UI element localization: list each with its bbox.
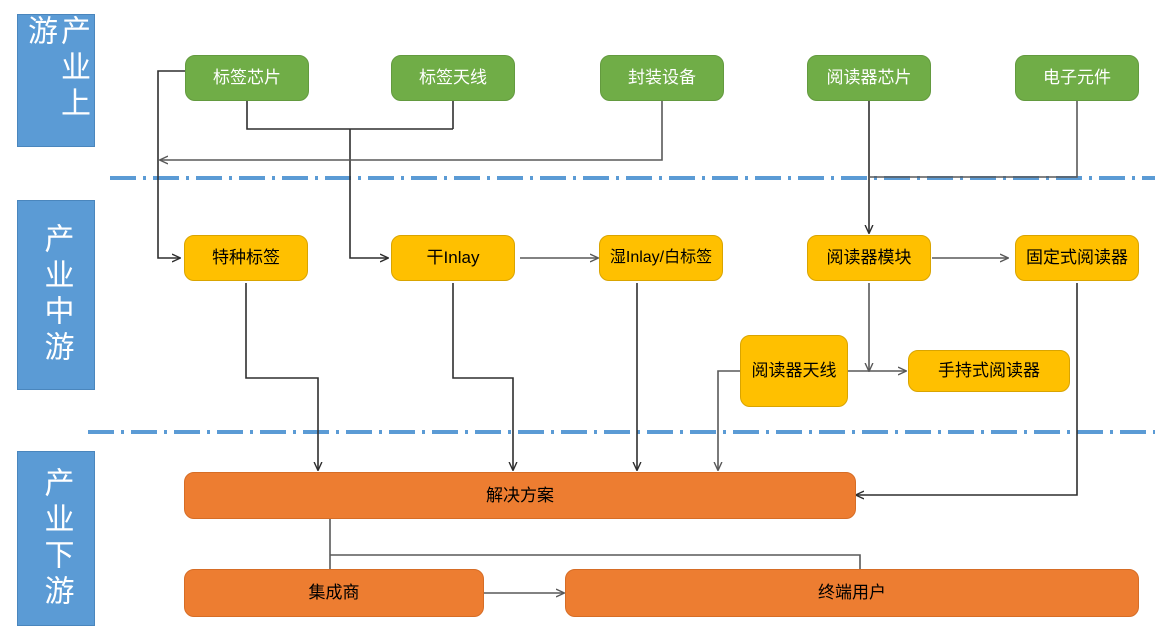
link-tagchip-speciallabel bbox=[157, 70, 185, 258]
lane-downstream: 产业下游 bbox=[17, 451, 95, 626]
lane-upstream: 产业上游 bbox=[17, 14, 95, 147]
node-special-label-text: 特种标签 bbox=[212, 248, 280, 268]
node-fixed-reader[interactable]: 固定式阅读器 bbox=[1015, 235, 1139, 281]
node-tag-chip[interactable]: 标签芯片 bbox=[185, 55, 309, 101]
node-tag-chip-label: 标签芯片 bbox=[213, 68, 281, 88]
node-reader-chip[interactable]: 阅读器芯片 bbox=[807, 55, 931, 101]
node-end-user[interactable]: 终端用户 bbox=[565, 569, 1139, 617]
link-dryinlay-solution bbox=[452, 283, 513, 470]
node-integrator-label: 集成商 bbox=[308, 583, 360, 603]
node-special-label[interactable]: 特种标签 bbox=[184, 235, 308, 281]
node-handheld-reader-label: 手持式阅读器 bbox=[938, 361, 1040, 381]
node-fixed-reader-label: 固定式阅读器 bbox=[1026, 248, 1128, 268]
link-electroniccomp-trunk bbox=[869, 101, 1078, 178]
node-packaging-equipment[interactable]: 封装设备 bbox=[600, 55, 724, 101]
link-readerantenna-solution bbox=[718, 370, 740, 470]
node-packaging-equipment-label: 封装设备 bbox=[628, 68, 696, 88]
link-packaging-left bbox=[160, 101, 663, 160]
lane-downstream-label: 产业下游 bbox=[39, 466, 73, 611]
lane-midstream: 产业中游 bbox=[17, 200, 95, 390]
link-join-dryinlay bbox=[349, 129, 388, 258]
node-tag-antenna[interactable]: 标签天线 bbox=[391, 55, 515, 101]
node-solution[interactable]: 解决方案 bbox=[184, 472, 856, 519]
node-dry-inlay-label: 干Inlay bbox=[426, 248, 480, 268]
node-tag-antenna-label: 标签天线 bbox=[419, 68, 487, 88]
link-speciallabel-solution bbox=[245, 283, 318, 470]
node-electronic-components[interactable]: 电子元件 bbox=[1015, 55, 1139, 101]
node-end-user-label: 终端用户 bbox=[818, 583, 886, 603]
node-solution-label: 解决方案 bbox=[486, 485, 554, 505]
node-reader-module[interactable]: 阅读器模块 bbox=[807, 235, 931, 281]
lane-upstream-label: 产业上游 bbox=[23, 15, 89, 123]
node-reader-antenna[interactable]: 阅读器天线 bbox=[740, 335, 848, 407]
link-tagchip-join bbox=[246, 101, 453, 130]
node-reader-chip-label: 阅读器芯片 bbox=[826, 68, 912, 88]
node-dry-inlay[interactable]: 干Inlay bbox=[391, 235, 515, 281]
node-electronic-components-label: 电子元件 bbox=[1043, 68, 1111, 88]
lane-midstream-label: 产业中游 bbox=[39, 223, 73, 367]
node-reader-module-label: 阅读器模块 bbox=[826, 248, 912, 268]
node-wet-inlay[interactable]: 湿Inlay/白标签 bbox=[599, 235, 723, 281]
node-handheld-reader[interactable]: 手持式阅读器 bbox=[908, 350, 1070, 392]
node-wet-inlay-label: 湿Inlay/白标签 bbox=[609, 248, 713, 266]
node-reader-antenna-label: 阅读器天线 bbox=[751, 361, 837, 381]
node-integrator[interactable]: 集成商 bbox=[184, 569, 484, 617]
